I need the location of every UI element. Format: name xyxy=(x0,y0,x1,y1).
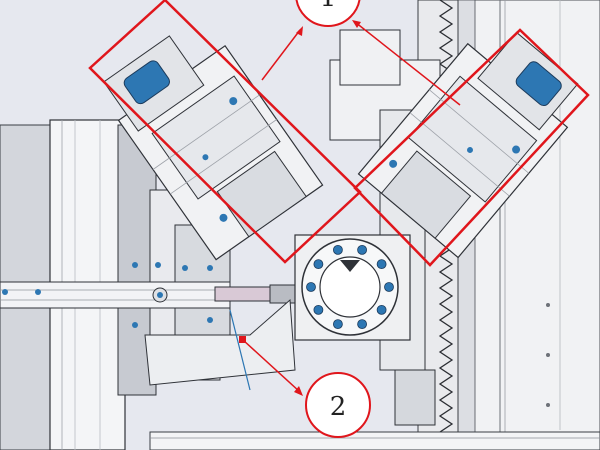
leader-line-2 xyxy=(239,336,303,396)
rotary-table xyxy=(294,234,411,341)
spindle-chuck xyxy=(0,119,231,450)
table-bolt xyxy=(306,282,316,292)
bolt-icon xyxy=(306,244,394,330)
lower-bracket xyxy=(144,298,296,391)
table-bolt xyxy=(332,244,343,255)
table-bolt xyxy=(332,319,343,330)
callout-2-label: 2 xyxy=(330,392,347,422)
callout-1-label: 1 xyxy=(320,0,337,13)
callout-1: 1 xyxy=(295,0,361,27)
table-bolt xyxy=(313,304,324,315)
motor-icon xyxy=(515,61,562,107)
leader-lines-1 xyxy=(261,20,461,106)
table-bolt xyxy=(384,282,394,292)
workpiece-rod xyxy=(214,284,306,304)
table-bolt xyxy=(357,319,368,330)
highlight-box-left xyxy=(88,0,362,264)
table-bolt xyxy=(313,259,324,270)
callout-2: 2 xyxy=(305,372,371,438)
base-plate xyxy=(149,431,600,450)
table-bolt xyxy=(357,244,368,255)
motor-icon xyxy=(123,60,170,105)
table-bolt xyxy=(376,259,387,270)
table-bolt xyxy=(376,304,387,315)
highlight-box-right xyxy=(353,28,590,267)
gear-icon xyxy=(467,147,473,153)
